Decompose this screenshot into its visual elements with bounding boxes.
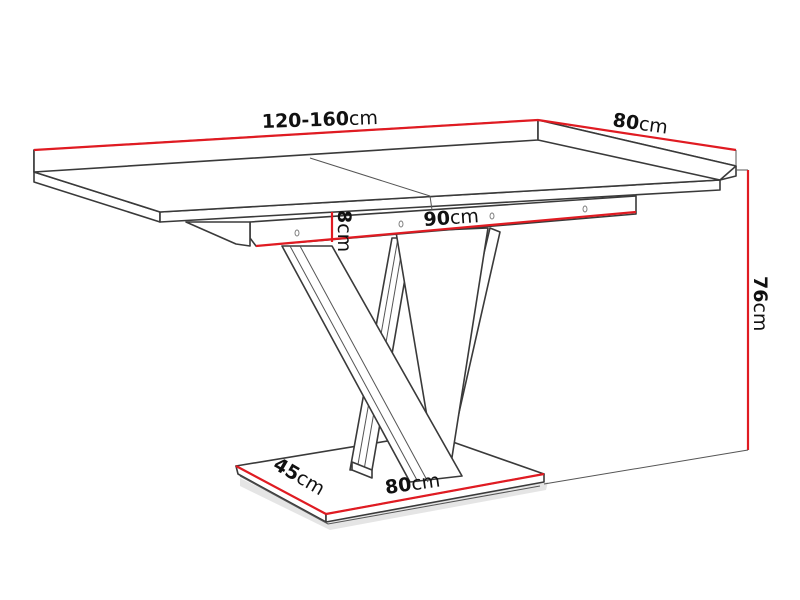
depth-value: 80	[611, 109, 640, 134]
svg-text:80cm: 80cm	[384, 469, 442, 498]
base-width-unit: cm	[410, 469, 442, 495]
label-apron-height: 8cm	[333, 210, 355, 252]
svg-text:8cm: 8cm	[333, 210, 355, 252]
label-depth: 80cm	[611, 109, 669, 138]
length-dimension-line	[33, 118, 539, 152]
label-apron-length: 90cm	[423, 205, 480, 231]
base-width-dimension-line	[325, 472, 545, 516]
length-unit: cm	[349, 107, 379, 130]
x-pedestal-legs	[281, 227, 501, 483]
apron-hole	[294, 229, 300, 237]
svg-text:76cm: 76cm	[749, 276, 771, 331]
apron-length-dimension-line	[255, 210, 637, 248]
base-width-value: 80	[384, 473, 413, 498]
apron-hole	[398, 220, 404, 228]
svg-text:80cm: 80cm	[611, 109, 669, 138]
depth-dimension-line	[537, 118, 737, 152]
length-value: 120-160	[261, 108, 349, 133]
label-base-width: 80cm	[384, 469, 442, 498]
svg-text:90cm: 90cm	[423, 205, 480, 231]
apron-height-value: 8	[333, 210, 355, 223]
base-plate	[235, 433, 548, 530]
apron-length-value: 90	[423, 207, 451, 231]
tabletop	[33, 119, 737, 247]
height-unit: cm	[749, 302, 771, 331]
label-height: 76cm	[749, 276, 771, 331]
svg-text:120-160cm: 120-160cm	[261, 107, 378, 133]
dimension-lines	[33, 118, 750, 516]
apron-height-unit: cm	[333, 223, 355, 252]
label-length: 120-160cm	[261, 107, 378, 133]
apron-hole	[582, 205, 588, 213]
apron-hole	[489, 212, 495, 220]
apron-length-unit: cm	[449, 205, 479, 229]
base-depth-dimension-line	[235, 465, 327, 515]
depth-unit: cm	[637, 113, 669, 139]
height-value: 76	[749, 276, 771, 302]
